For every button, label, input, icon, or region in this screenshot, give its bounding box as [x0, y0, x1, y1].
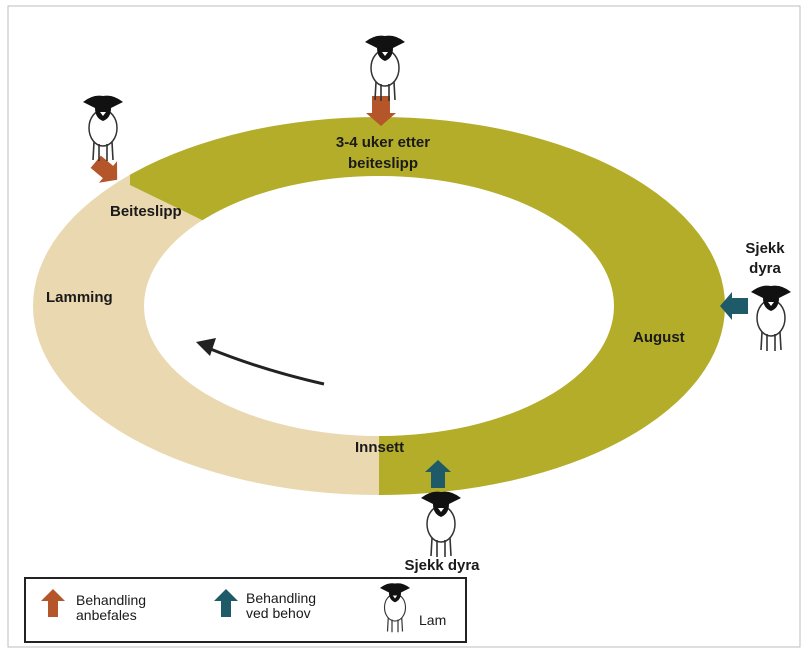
cycle-arrowhead: [196, 338, 216, 356]
label-beiteslipp-2: beiteslipp: [348, 155, 418, 172]
as-needed-legend-icon: [214, 589, 238, 617]
legend-as-needed-line1: Behandling: [246, 590, 317, 606]
label-beiteslipp: Beiteslipp: [110, 203, 182, 220]
legend: Behandling anbefales Behandling ved beho…: [24, 577, 467, 643]
legend-as-needed: Behandling ved behov: [246, 591, 316, 621]
cycle-direction-arrow: [207, 346, 325, 386]
lamb-legend-icon: [379, 582, 411, 633]
label-sjekk-dyra-right-1: Sjekk: [745, 240, 785, 257]
legend-as-needed-line2: ved behov: [246, 605, 311, 621]
legend-lamb: Lam: [419, 612, 447, 628]
recommended-legend-icon: [41, 589, 65, 617]
recommended-arrow-spring: [90, 155, 118, 183]
as-needed-arrow-innsett: [425, 460, 451, 488]
legend-icons: [41, 582, 411, 633]
recommended-arrow-top: [366, 96, 396, 126]
label-3-4-uker: 3-4 uker etter: [336, 134, 430, 151]
label-innsett: Innsett: [355, 439, 404, 456]
legend-recommended-line1: Behandling: [76, 592, 147, 608]
label-august: August: [633, 329, 685, 346]
legend-recommended-line2: anbefales: [76, 607, 137, 623]
label-lamming: Lamming: [46, 289, 113, 306]
label-sjekk-dyra-bottom: Sjekk dyra: [404, 557, 480, 574]
label-sjekk-dyra-right-2: dyra: [749, 260, 781, 277]
legend-recommended: Behandling anbefales: [76, 593, 146, 623]
as-needed-arrow-august: [720, 292, 748, 320]
